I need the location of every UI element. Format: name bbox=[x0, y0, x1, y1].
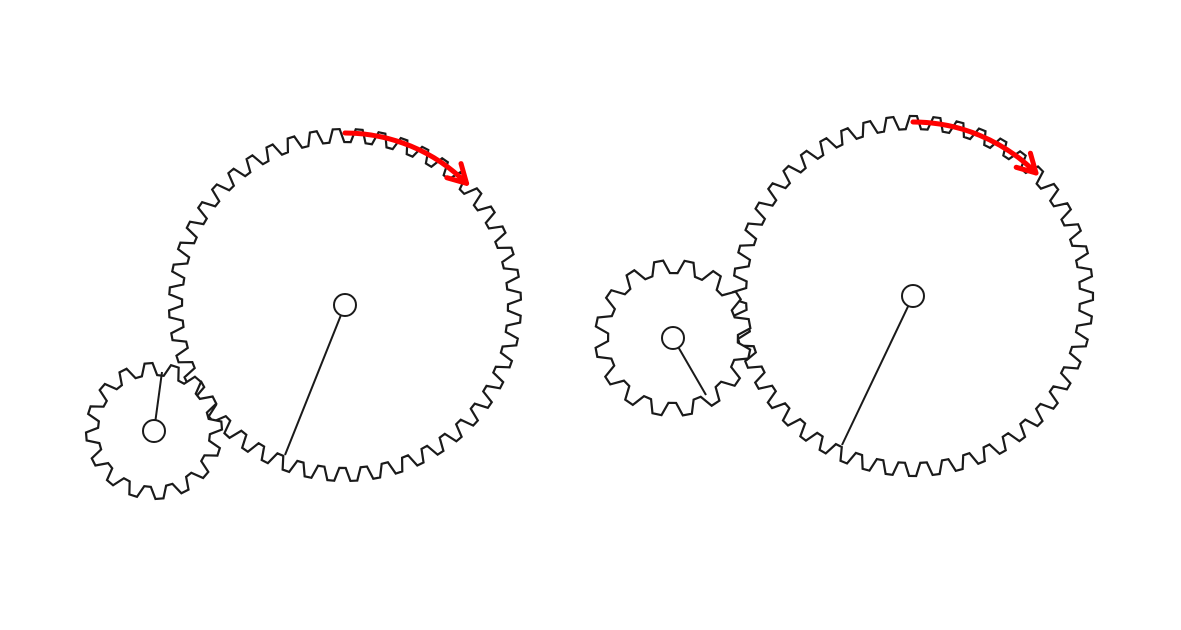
large-gear-left-marker-spoke bbox=[284, 304, 346, 456]
large-gear-left-hub bbox=[333, 293, 357, 317]
rotation-arrowhead-left bbox=[444, 161, 470, 186]
large-gear-right-marker-spoke bbox=[841, 295, 914, 446]
left-gear-pair bbox=[84, 127, 523, 501]
small-gear-left-hub bbox=[142, 419, 166, 443]
rotation-arrowhead-right bbox=[1013, 150, 1039, 176]
rotation-arrow-left bbox=[342, 130, 470, 186]
rotation-arrow-right bbox=[910, 119, 1039, 176]
large-gear-right-hub bbox=[901, 284, 925, 308]
small-gear-right-hub bbox=[661, 326, 685, 350]
right-gear-pair bbox=[594, 114, 1095, 478]
